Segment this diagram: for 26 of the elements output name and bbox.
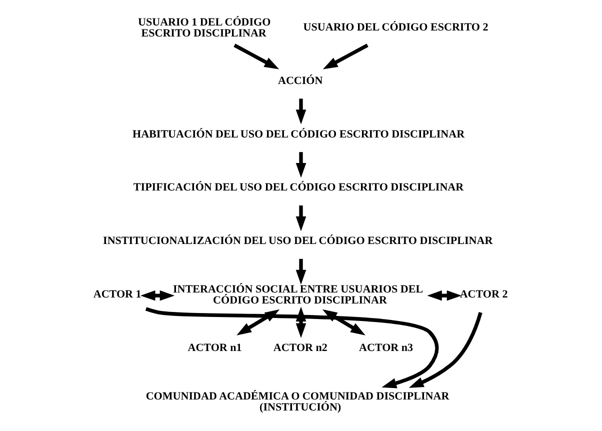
arrow (145, 307, 439, 388)
arrow (296, 205, 306, 232)
arrow (296, 98, 306, 124)
node-text: ACTOR n1 (188, 342, 242, 354)
arrow (322, 309, 366, 336)
arrow (427, 290, 462, 301)
node-text: ACCIÓN (278, 74, 323, 87)
node-text: USUARIO DEL CÓDIGO ESCRITO 2 (303, 22, 488, 34)
node-text: INTERACCIÓN SOCIAL ENTRE USUARIOS DEL CÓDIGO ESCRITO DISCIPLINAR (173, 283, 424, 307)
node-text: HABITUACIÓN DEL USO DEL CÓDIGO ESCRITO DISCIPLINAR (132, 128, 465, 140)
arrow (236, 309, 280, 336)
node-text: ACTOR n3 (359, 342, 414, 354)
node-text: ACTOR 1 (93, 288, 142, 301)
arrow (408, 312, 482, 388)
node-text: USUARIO 1 DEL CÓDIGO ESCRITO DISCIPLINAR (138, 16, 271, 40)
node-text: TIPIFICACIÓN DEL USO DEL CÓDIGO ESCRITO DISCIPLINAR (133, 182, 464, 194)
arrow (296, 258, 306, 285)
arrow (322, 44, 368, 70)
arrow (296, 306, 306, 338)
node-text: COMUNIDAD ACADÉMICA O COMUNIDAD DISCIPLINAR (INSTITUCIÓN) (146, 390, 450, 414)
node-text: INSTITUCIONALIZACIÓN DEL USO DEL CÓDIGO ESCRITO DISCIPLINAR (103, 235, 493, 248)
node-text: ACTOR n2 (273, 342, 328, 354)
node-text: ACTOR 2 (460, 288, 508, 301)
arrow (140, 290, 175, 301)
arrow (234, 44, 280, 70)
arrow (296, 152, 306, 178)
